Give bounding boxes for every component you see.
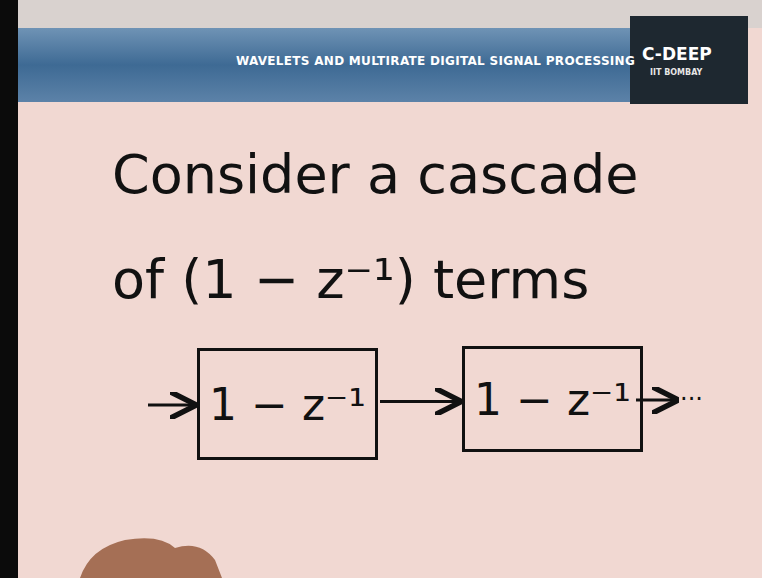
logo-text: C-DEEP — [642, 44, 712, 64]
filter-block: 1 − z⁻¹ — [462, 346, 643, 452]
filter-block: 1 − z⁻¹ — [197, 348, 378, 460]
continuation-dots: ... — [680, 378, 703, 406]
hand-finger — [80, 538, 222, 578]
signal-arrow — [380, 400, 459, 403]
title-banner — [18, 28, 712, 102]
logo-box — [630, 16, 748, 104]
handwritten-heading: Consider a cascade of (1 − z⁻¹) terms — [112, 122, 682, 332]
transfer-function: 1 − z⁻¹ — [209, 379, 366, 430]
logo-subtext: IIT BOMBAY — [650, 68, 702, 77]
left-border — [0, 0, 18, 578]
input-arrow — [148, 404, 194, 407]
banner-title: WAVELETS AND MULTIRATE DIGITAL SIGNAL PR… — [236, 54, 635, 68]
transfer-function: 1 − z⁻¹ — [474, 374, 631, 425]
